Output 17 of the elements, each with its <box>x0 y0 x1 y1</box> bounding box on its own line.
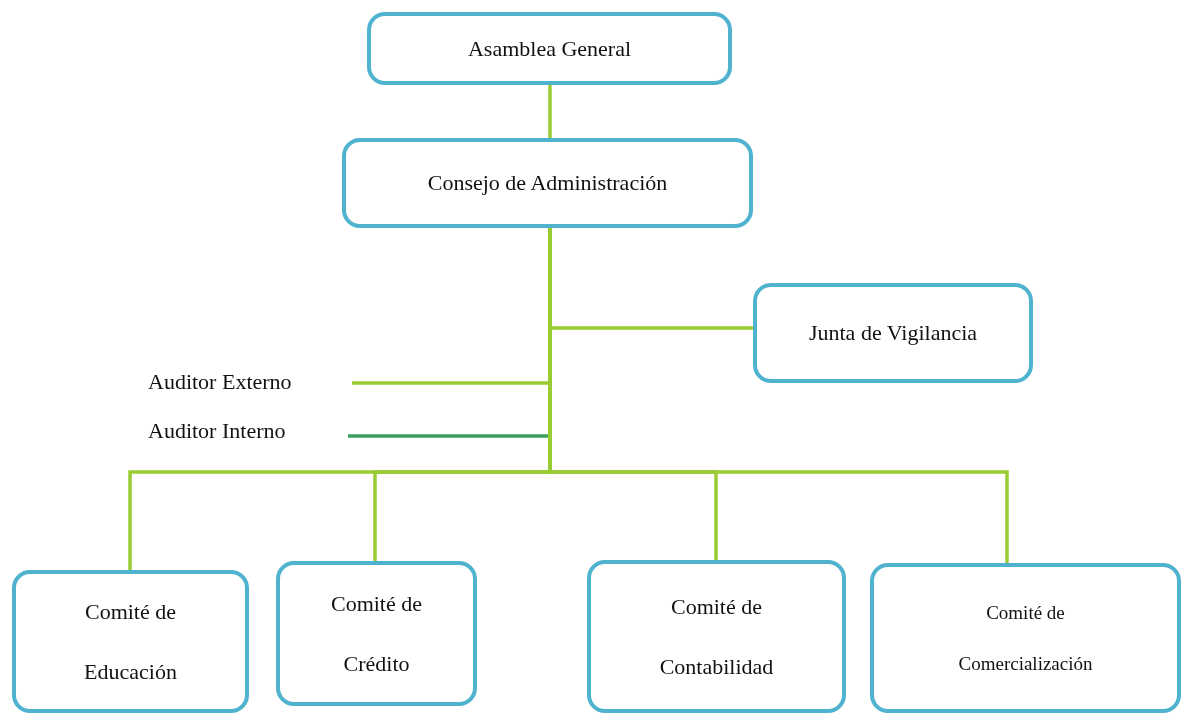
box-text: Consejo de Administración <box>427 170 668 196</box>
connector-line <box>548 85 552 138</box>
node-label: Auditor Interno <box>148 418 286 444</box>
org-box <box>276 561 477 706</box>
org-box <box>12 570 249 713</box>
box-text: Junta de Vigilancia <box>808 320 978 346</box>
box-text: Comité de Educación <box>83 598 178 686</box>
org-box <box>587 560 846 713</box>
org-box <box>753 283 1033 383</box>
org-box <box>342 138 753 228</box>
box-text: Comité de Comercialización <box>957 600 1094 676</box>
org-box <box>870 563 1181 713</box>
box-text: Comité de Crédito <box>329 590 423 678</box>
org-box <box>367 12 732 85</box>
box-text: Asamblea General <box>467 35 632 62</box>
node-label: Auditor Externo <box>148 369 292 395</box>
box-text: Comité de Contabilidad <box>658 593 775 681</box>
